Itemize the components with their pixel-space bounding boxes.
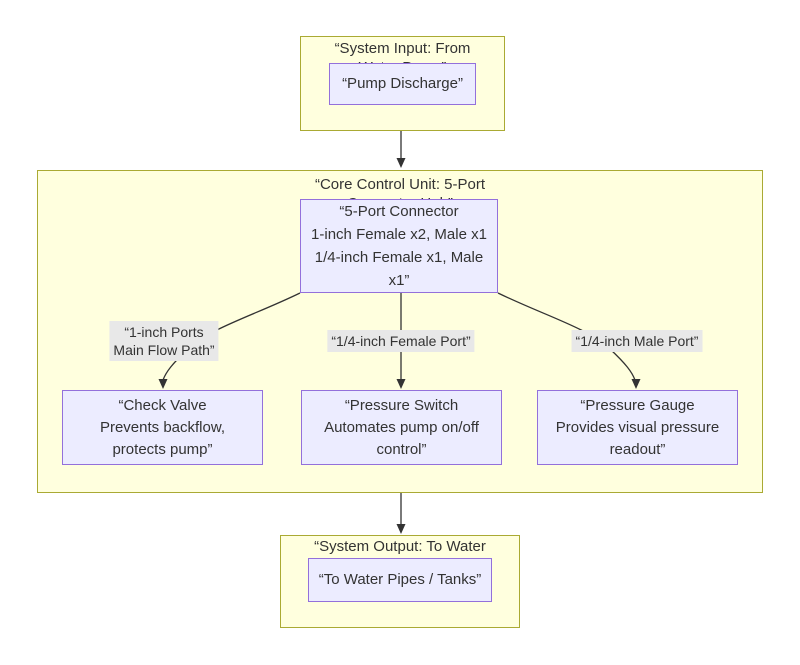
node-to-water-pipes-tanks[interactable]: “To Water Pipes / Tanks”	[308, 558, 492, 602]
cluster-title-line: “Core Control Unit: 5-Port	[314, 176, 486, 193]
node-label-line: control”	[376, 440, 427, 458]
node-label-line: protects pump”	[112, 440, 213, 458]
arrowhead-input-to-core	[396, 158, 406, 168]
arrowhead-connector-to-pressure-gauge	[631, 379, 641, 389]
arrowhead-core-to-output	[396, 524, 406, 534]
node-label-line: x1”	[388, 272, 410, 289]
cluster-title-line: “System Input: From	[334, 40, 471, 57]
node-check-valve[interactable]: “Check Valve Prevents backflow, protects…	[62, 390, 263, 465]
cluster-title-line: “System Output: To Water	[314, 538, 486, 555]
node-pump-discharge[interactable]: “Pump Discharge”	[329, 63, 476, 105]
node-pressure-gauge[interactable]: “Pressure Gauge Provides visual pressure…	[537, 390, 738, 465]
node-label-line: “5-Port Connector	[339, 203, 459, 220]
node-pressure-switch[interactable]: “Pressure Switch Automates pump on/off c…	[301, 390, 502, 465]
edge-label-1inch-ports: “1-inch Ports Main Flow Path”	[109, 321, 219, 361]
node-5-port-connector[interactable]: “5-Port Connector 1-inch Female x2, Male…	[300, 199, 498, 293]
edge-label-quarter-male-port: “1/4-inch Male Port”	[571, 330, 703, 352]
edge-label-line: “1/4-inch Female Port”	[331, 333, 471, 349]
node-label-line: Automates pump on/off	[324, 418, 479, 436]
node-label-line: Provides visual pressure	[555, 418, 720, 436]
edge-label-line: Main Flow Path”	[113, 342, 215, 358]
node-label-line: readout”	[609, 440, 666, 458]
node-label-line: “Pressure Switch	[344, 396, 459, 414]
node-label-line: “Pressure Gauge	[580, 396, 695, 414]
edge-label-line: “1-inch Ports	[124, 324, 204, 340]
node-label-line: 1-inch Female x2, Male x1	[311, 226, 487, 243]
node-label-line: “Check Valve	[118, 396, 207, 414]
edge-label-quarter-female-port: “1/4-inch Female Port”	[327, 330, 475, 352]
node-label: “Pump Discharge”	[342, 75, 463, 92]
arrowhead-connector-to-pressure-switch	[396, 379, 406, 389]
node-label: “To Water Pipes / Tanks”	[318, 571, 482, 588]
node-label-line: Prevents backflow,	[99, 418, 226, 436]
arrowhead-connector-to-check-valve	[158, 379, 168, 389]
edge-label-line: “1/4-inch Male Port”	[575, 333, 699, 349]
node-label-line: 1/4-inch Female x1, Male	[314, 249, 484, 266]
